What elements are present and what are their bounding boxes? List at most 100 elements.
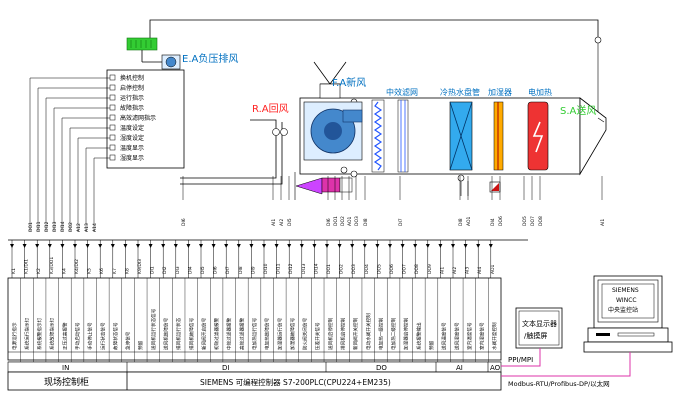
io-signal: 系统报警输出 <box>415 322 422 350</box>
panel-item: 高效滤网指示 <box>120 114 156 122</box>
io-signal: 预留 <box>428 340 435 350</box>
io-signal: 压差开关信号 <box>314 322 321 350</box>
panel-item: 启停控制 <box>120 84 144 92</box>
coil-label: 冷热水盘管 <box>440 87 480 97</box>
network-label: Modbus-RTU/Profibus-DP/以太网 <box>508 379 610 388</box>
terminal-tag: DO8 <box>414 264 420 274</box>
ra-temp-sensor-icon <box>272 128 288 136</box>
mid-tag: DI5 <box>287 218 293 226</box>
mid-tag: DO6 <box>498 216 504 226</box>
terminal-tag: DO7 <box>402 264 408 274</box>
primary-filter-icon <box>371 99 385 173</box>
io-signal: 手动停止信号 <box>87 322 94 350</box>
io-signal: 新风阀开关控制 <box>352 317 359 350</box>
io-signal: 正压过高报警 <box>61 322 68 350</box>
left-tag: DI14 <box>60 221 66 232</box>
io-signal: 室内温度信号 <box>466 322 473 350</box>
panel-item: 换机控制 <box>120 74 144 82</box>
io-signal: 加湿器故障信号 <box>289 317 296 350</box>
terminal-tag: AI1 <box>439 267 445 274</box>
io-signal: 防火阀关闭信号 <box>302 317 309 350</box>
io-signal: 加湿器启停控制 <box>403 317 410 350</box>
io-signal: 系统运行指示灯 <box>23 317 30 350</box>
group-in: IN <box>62 364 69 372</box>
panel-item: 故障指示 <box>120 104 144 112</box>
ppi-label: PPI/MPI <box>508 356 533 364</box>
mid-tag: AO1 <box>347 216 353 226</box>
left-tag: DI13 <box>52 221 58 232</box>
terminal-tag: DO4 <box>364 264 370 274</box>
monitor-label-1: SIEMENS <box>612 287 639 294</box>
io-signal: 加湿器运行信号 <box>276 317 283 350</box>
io-signal: 电动水阀开关控制 <box>365 313 372 350</box>
terminal-tag: DI7 <box>225 266 231 274</box>
cabinet-label: 现场控制柜 <box>44 376 89 388</box>
io-signal: 电源运行指示 <box>11 322 18 350</box>
terminal-tag: K8 <box>124 268 130 274</box>
monitor-label-2: WINCC <box>616 297 637 304</box>
left-tag: DO1 <box>28 222 34 232</box>
terminal-tag: DO6 <box>389 264 395 274</box>
left-tag: DI11 <box>36 221 42 232</box>
io-signal: 中效过滤器报警 <box>226 317 233 350</box>
mid-tag: AI1 <box>600 219 606 226</box>
io-signal: 新风阀开启信号 <box>200 317 207 350</box>
mid-tag: DO3 <box>354 216 360 226</box>
ra-label: R.A回风 <box>252 103 289 115</box>
mid-tag: DO7 <box>530 216 536 226</box>
humidifier-label: 加湿器 <box>488 87 512 97</box>
terminal-tag: DI14 <box>313 263 319 274</box>
io-signal: 送风机运行状态信号 <box>150 308 157 350</box>
terminal-tag: DI11 <box>276 263 282 274</box>
group-do: DO <box>376 364 387 372</box>
water-coil-icon <box>449 101 473 171</box>
terminal-tag: DO2 <box>339 264 345 274</box>
left-tag: A12 <box>76 223 82 232</box>
io-signal: 预留 <box>137 340 144 350</box>
text-display-label-1: 文本显示器 <box>522 319 557 328</box>
terminal-tag: K9/DI3 <box>137 259 143 274</box>
terminal-tag: DI6 <box>213 266 219 274</box>
io-signal: 排风机运行状态 <box>175 317 182 350</box>
left-tag: A14 <box>92 223 98 232</box>
io-signal: 初效过滤器报警 <box>213 317 220 350</box>
terminal-tag: DI9 <box>250 266 256 274</box>
terminal-tag: K4 <box>61 268 67 274</box>
sa-outlet <box>579 97 607 176</box>
text-display-icon <box>515 307 563 349</box>
io-signal: 送风温度信号 <box>441 322 448 350</box>
terminal-tag: DI12 <box>288 263 294 274</box>
left-tag: DI12 <box>44 221 50 232</box>
sa-label: S.A送风 <box>560 104 596 117</box>
io-table <box>7 277 502 361</box>
mid-tag: DO8 <box>538 216 544 226</box>
control-panel <box>106 69 185 169</box>
io-signal: 送风机故障信号 <box>163 317 170 350</box>
exhaust-grille-icon <box>126 37 158 51</box>
fa-inlet <box>313 61 347 99</box>
io-signal: 电加热一级控制 <box>377 317 384 350</box>
io-signal: 电加热二级控制 <box>390 317 397 350</box>
panel-item: 温度显示 <box>120 144 144 152</box>
terminal-tag: DI1 <box>150 266 156 274</box>
mid-tag: DI4 <box>490 218 496 226</box>
panel-item: 湿度设定 <box>120 134 144 142</box>
terminal-tag: DI3 <box>175 266 181 274</box>
io-signal: 排风机故障信号 <box>188 317 195 350</box>
terminal-tag: K6 <box>99 268 105 274</box>
io-signal: 系统故障指示灯 <box>49 317 56 350</box>
group-ai: AI <box>456 364 463 372</box>
io-signal: 高效过滤器报警 <box>238 317 245 350</box>
io-signal: 电加热故障信号 <box>264 317 271 350</box>
terminal-tag: AO1 <box>490 264 496 274</box>
exhaust-fan-icon <box>161 54 181 70</box>
terminal-tag: K3/DO1 <box>49 257 55 274</box>
terminal-tag: K4/DI2 <box>74 259 80 274</box>
io-signal: 手动启动信号 <box>74 322 81 350</box>
mid-tag: DI6 <box>326 218 332 226</box>
io-signal: 系统报警指示灯 <box>36 317 43 350</box>
mid-tag: DI8 <box>363 218 369 226</box>
mid-tag: AI2 <box>279 219 285 226</box>
terminal-tag: DO5 <box>376 264 382 274</box>
fa-label: F.A新风 <box>332 76 366 89</box>
